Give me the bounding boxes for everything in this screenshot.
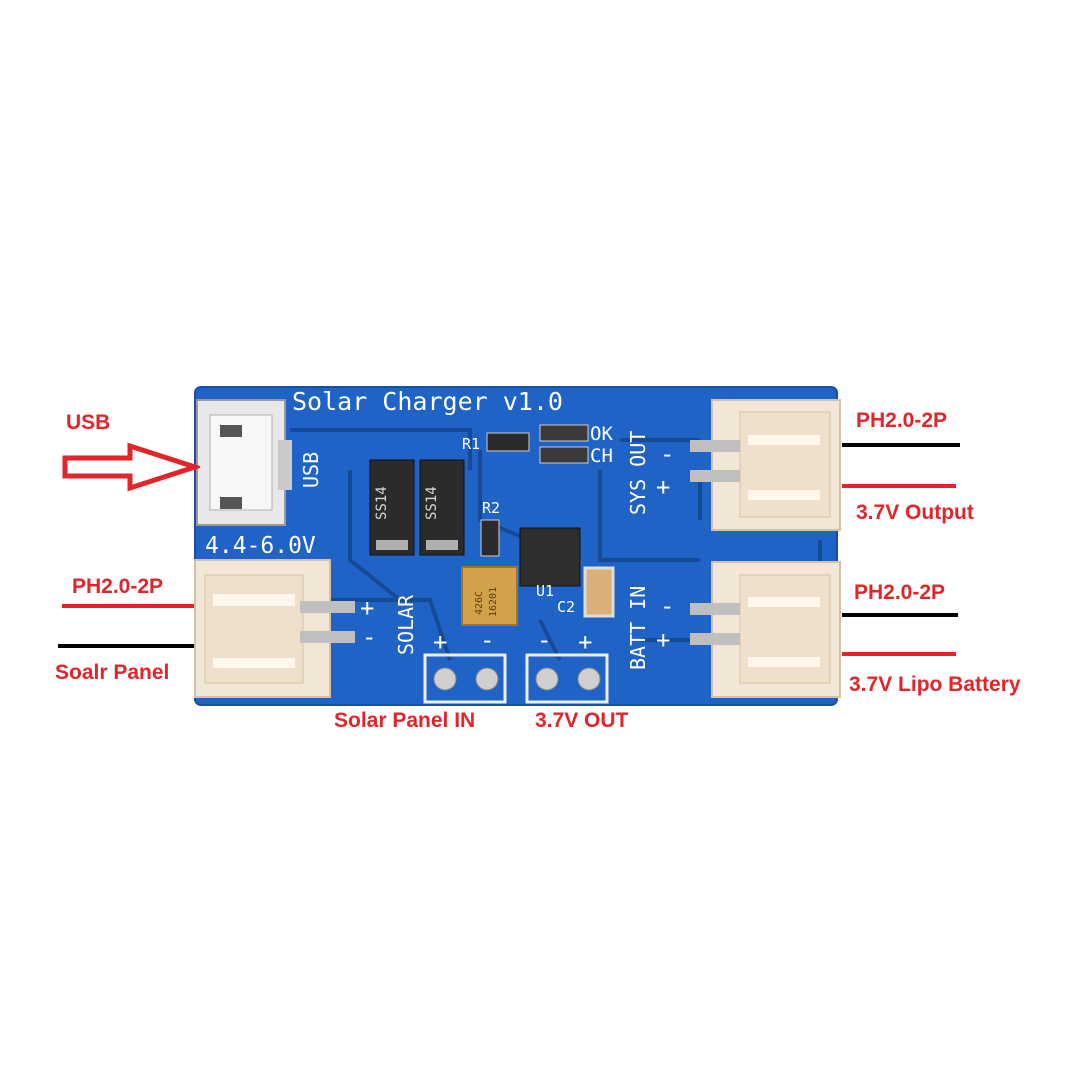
c2-silk: C2 [557, 598, 575, 616]
solar-in-annotation: Solar Panel IN [334, 709, 476, 732]
minus-silk: - [660, 592, 674, 620]
ph-bottom-right-red-line [842, 652, 956, 656]
plus-silk: + [656, 473, 670, 501]
plus-silk: + [360, 594, 374, 622]
voltage-silk: 4.4-6.0V [205, 533, 316, 559]
r2-silk: R2 [482, 499, 500, 517]
ch-led [539, 446, 589, 464]
board-title: Solar Charger v1.0 [292, 387, 563, 416]
ph-bottom-right-black-line [842, 613, 958, 617]
sys-out-jst-connector [690, 399, 841, 531]
ph-left-annotation: PH2.0-2P [72, 575, 164, 598]
solar-panel-annotation: Soalr Panel [55, 661, 170, 684]
minus-silk: - [537, 626, 551, 654]
usb-annotation: USB [66, 411, 111, 434]
ph-left-red-line [62, 604, 194, 608]
ph-top-right-red-line [842, 484, 956, 488]
diode2-marking: SS14 [424, 486, 440, 520]
plus-silk: + [656, 626, 670, 654]
ok-silk: OK [590, 423, 613, 445]
usb-silk: USB [299, 452, 323, 488]
ch-silk: CH [590, 445, 613, 467]
usb-arrow-icon [62, 442, 200, 492]
minus-silk: - [660, 440, 674, 468]
minus-silk: - [362, 623, 376, 651]
usb-connector [196, 399, 292, 526]
batt-in-jst-connector [690, 561, 841, 698]
u1-silk: U1 [536, 582, 554, 600]
batt-in-silk: BATT IN [626, 586, 650, 670]
cap-marking-1: 426C [474, 591, 485, 615]
sys-out-silk: SYS OUT [626, 431, 650, 515]
ok-led [539, 424, 589, 442]
pcb-body [194, 386, 838, 706]
header-pads [423, 653, 609, 704]
r1-silk: R1 [462, 435, 480, 453]
ph-top-right-black-line [842, 443, 960, 447]
minus-silk: - [480, 626, 494, 654]
c2-capacitor [583, 566, 615, 618]
plus-silk: + [433, 628, 447, 656]
solar-silk: SOLAR [394, 594, 418, 655]
ph-left-black-line [58, 644, 194, 648]
plus-silk: + [578, 628, 592, 656]
ph-bottom-right-annotation: PH2.0-2P [854, 581, 946, 604]
cap-marking-2: 16201 [488, 587, 499, 617]
out-37-annotation: 3.7V OUT [535, 709, 629, 732]
diode-pair [369, 459, 465, 556]
r2-resistor [480, 519, 500, 557]
tantalum-capacitor [461, 566, 518, 626]
output-annotation: 3.7V Output [856, 501, 974, 524]
diode1-marking: SS14 [374, 486, 390, 520]
charger-ic [519, 527, 581, 587]
solar-jst-connector [194, 559, 355, 698]
battery-annotation: 3.7V Lipo Battery [849, 673, 1021, 696]
r1-resistor [486, 432, 530, 452]
ph-top-right-annotation: PH2.0-2P [856, 409, 948, 432]
